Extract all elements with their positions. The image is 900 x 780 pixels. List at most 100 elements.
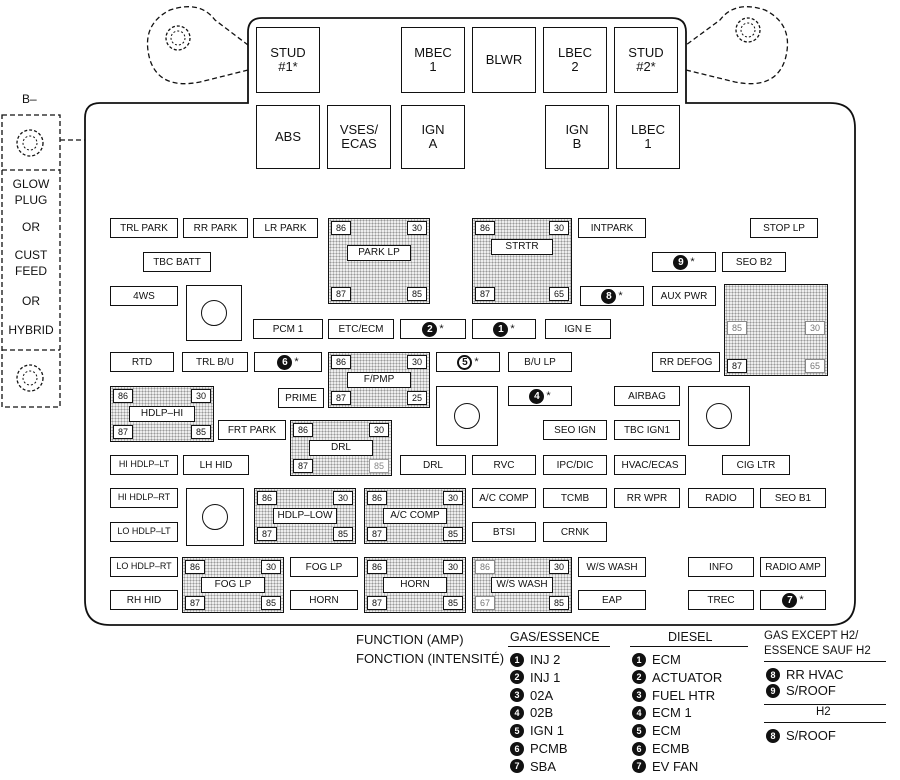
pin-85: 85 bbox=[407, 287, 427, 301]
side-text-5: FEED bbox=[14, 264, 47, 278]
legend-number-icon: 3 bbox=[510, 688, 524, 703]
pin-87: 87 bbox=[257, 527, 277, 541]
legend-number-icon: 6 bbox=[510, 741, 524, 756]
relay-label: W/S WASH bbox=[491, 577, 553, 593]
fuse-frt-park: FRT PARK bbox=[218, 420, 286, 440]
legend-label: 02A bbox=[530, 687, 554, 703]
pin-86: 86 bbox=[185, 560, 205, 574]
legend-number-icon: 3 bbox=[632, 688, 646, 703]
marker-star: * bbox=[618, 290, 623, 302]
pin-87: 87 bbox=[331, 391, 351, 405]
pin-30: 30 bbox=[549, 560, 569, 574]
relay-label: HDLP–LOW bbox=[273, 508, 337, 524]
fuse-seo-b1: SEO B1 bbox=[760, 488, 826, 508]
fuse-rh-hid: RH HID bbox=[110, 590, 178, 610]
fuse-intpark: INTPARK bbox=[578, 218, 646, 238]
slot-marker-7: 7* bbox=[760, 590, 826, 610]
pin-85: 85 bbox=[333, 527, 353, 541]
pin-65: 65 bbox=[549, 287, 569, 301]
relay-label: HDLP–HI bbox=[129, 406, 195, 422]
legend-label: ECM bbox=[652, 652, 681, 667]
pin-86: 86 bbox=[113, 389, 133, 403]
fuse-airbag: AIRBAG bbox=[614, 386, 680, 406]
pin-85: 85 bbox=[261, 596, 281, 610]
fuse-tcmb: TCMB bbox=[543, 488, 607, 508]
legend-gas-except-rule bbox=[764, 661, 886, 662]
fuse-etc-ecm: ETC/ECM bbox=[328, 319, 394, 339]
side-text-2: PLUG bbox=[14, 193, 48, 207]
fuse-horn: HORN bbox=[290, 590, 358, 610]
legend-label: INJ 2 bbox=[530, 652, 561, 667]
mounting-post bbox=[186, 488, 244, 546]
slot-marker-2: 2* bbox=[400, 319, 466, 339]
fuse-rvc: RVC bbox=[472, 455, 536, 475]
relay-fog-lp: 86 30 87 85 FOG LP bbox=[182, 557, 284, 613]
pin-67: 67 bbox=[475, 596, 495, 610]
fuse-pcm1: PCM 1 bbox=[253, 319, 323, 339]
marker-4: 4 bbox=[529, 388, 545, 404]
relay-label: STRTR bbox=[491, 239, 553, 255]
legend-number-icon: 8 bbox=[766, 667, 780, 682]
legend-number-icon: 1 bbox=[510, 652, 524, 667]
side-text-1: GLOW bbox=[12, 177, 50, 191]
fuse-lbec1: LBEC 1 bbox=[616, 105, 680, 169]
pin-87: 87 bbox=[475, 287, 495, 301]
legend-h2-rule bbox=[764, 722, 886, 723]
ground-label: B– bbox=[22, 92, 37, 106]
pin-86: 86 bbox=[331, 355, 351, 369]
legend-number-icon: 2 bbox=[632, 670, 646, 685]
relay-label: HORN bbox=[383, 577, 447, 593]
pin-86: 86 bbox=[475, 560, 495, 574]
pin-87: 87 bbox=[293, 459, 313, 473]
legend-function-en: FUNCTION (AMP) bbox=[356, 632, 464, 647]
legend-label: RR HVAC bbox=[786, 667, 844, 682]
legend-item: 2 INJ 1 bbox=[510, 670, 560, 685]
relay-strtr: 86 30 87 65 STRTR bbox=[472, 218, 572, 304]
pin-30: 30 bbox=[407, 221, 427, 235]
pin-87: 87 bbox=[367, 527, 387, 541]
fuse-aux-pwr: AUX PWR bbox=[652, 286, 716, 306]
side-text-7: HYBRID bbox=[8, 323, 54, 337]
fuse-vses-ecas: VSES/ ECAS bbox=[327, 105, 391, 169]
fuse-lo-hdlp-lt: LO HDLP–LT bbox=[110, 522, 178, 542]
slot-marker-1: 1* bbox=[472, 319, 536, 339]
pin-86: 86 bbox=[331, 221, 351, 235]
legend-number-icon: 7 bbox=[632, 759, 646, 774]
relay-label: PARK LP bbox=[347, 245, 411, 261]
legend-h2-title: H2 bbox=[816, 706, 831, 718]
marker-star: * bbox=[474, 356, 479, 368]
fuse-btsi: BTSI bbox=[472, 522, 536, 542]
fuse-rr-defog: RR DEFOG bbox=[652, 352, 720, 372]
side-text-3: OR bbox=[22, 220, 40, 234]
legend-label: INJ 1 bbox=[530, 669, 561, 685]
fuse-crnk: CRNK bbox=[543, 522, 607, 542]
legend-function-fr: FONCTION (INTENSITÉ) bbox=[356, 651, 505, 666]
fuse-ac-comp: A/C COMP bbox=[472, 488, 536, 508]
fuse-hi-hdlp-rt: HI HDLP–RT bbox=[110, 488, 178, 508]
relay-unlabeled: 85 30 87 65 bbox=[724, 284, 828, 376]
fuse-rr-park: RR PARK bbox=[183, 218, 248, 238]
relay-hdlp-low: 86 30 87 85 HDLP–LOW bbox=[254, 488, 356, 544]
marker-star: * bbox=[546, 390, 551, 402]
fuse-stop-lp: STOP LP bbox=[750, 218, 818, 238]
fuse-4ws: 4WS bbox=[110, 286, 178, 306]
relay-ws-wash: 86 30 67 85 W/S WASH bbox=[472, 557, 572, 613]
marker-star: * bbox=[690, 256, 695, 268]
marker-star: * bbox=[510, 323, 515, 335]
legend-number-icon: 4 bbox=[632, 705, 646, 720]
mounting-post bbox=[688, 386, 750, 446]
legend-number-icon: 2 bbox=[510, 670, 524, 685]
legend-item: 1 INJ 2 bbox=[510, 652, 560, 667]
fuse-hvac-ecas: HVAC/ECAS bbox=[614, 455, 686, 475]
relay-park-lp: 86 30 87 85 PARK LP bbox=[328, 218, 430, 304]
relay-fpmp: 86 30 87 25 F/PMP bbox=[328, 352, 430, 408]
legend-gas-title: GAS/ESSENCE bbox=[510, 630, 600, 644]
pin-87: 87 bbox=[367, 596, 387, 610]
slot-marker-9: 9* bbox=[652, 252, 716, 272]
legend-gas-except-title-fr: ESSENCE SAUF H2 bbox=[764, 645, 871, 657]
